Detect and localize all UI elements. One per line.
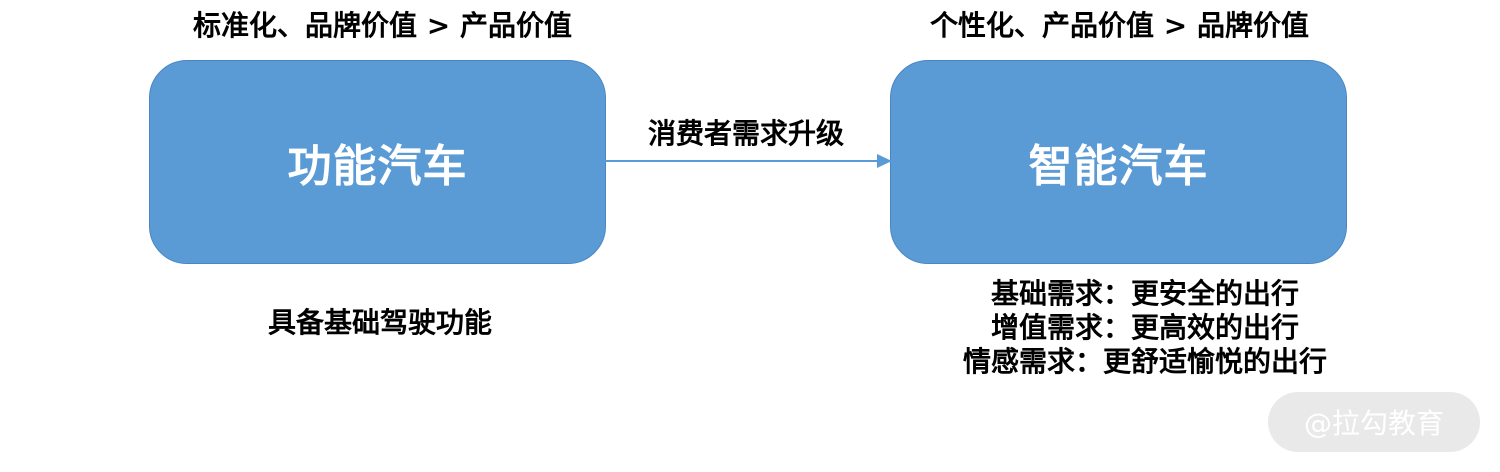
functional-car-label: 功能汽车 [287, 141, 468, 192]
smart-car-label: 智能汽车 [1028, 141, 1209, 192]
watermark: @拉勾教育 [1268, 392, 1480, 452]
arrow-right-icon [605, 154, 892, 168]
right-heading: 个性化、产品价值 > 品牌价值 [930, 9, 1309, 42]
arrow-label: 消费者需求升级 [648, 117, 845, 150]
functional-car-box: 功能汽车 [149, 60, 606, 264]
functional-car-note: 具备基础驾驶功能 [268, 306, 493, 339]
watermark-text: @拉勾教育 [1303, 407, 1444, 440]
left-heading: 标准化、品牌价值 > 产品价值 [193, 9, 572, 42]
smart-car-needs-list: 基础需求：更安全的出行 增值需求：更高效的出行 情感需求：更舒适愉悦的出行 [930, 277, 1360, 379]
need-basic: 基础需求：更安全的出行 [990, 277, 1299, 310]
need-emotional: 情感需求：更舒适愉悦的出行 [962, 345, 1327, 378]
need-value-added: 增值需求：更高效的出行 [990, 311, 1299, 344]
arrow-head [877, 154, 892, 168]
smart-car-box: 智能汽车 [890, 60, 1347, 264]
